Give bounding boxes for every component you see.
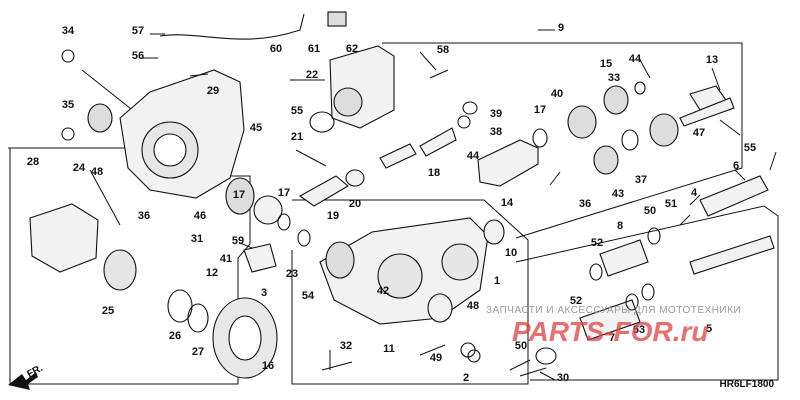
callout-number: 43 (612, 188, 624, 200)
callout-number: 8 (617, 220, 623, 232)
callout-number: 27 (192, 346, 204, 358)
callout-number: 2 (463, 372, 469, 384)
watermark-brand: PARTS-FOR.ru (512, 316, 709, 347)
callout-number: 50 (644, 205, 656, 217)
callout-number: 54 (302, 290, 315, 302)
callout-number: 46 (194, 210, 206, 222)
callout-number: 17 (233, 189, 245, 201)
callout-number: 11 (383, 343, 395, 355)
callout-number: 23 (286, 268, 298, 280)
callout-number: 31 (191, 233, 203, 245)
callout-number: 55 (291, 105, 303, 117)
callout-number: 52 (570, 295, 582, 307)
callout-number: 22 (306, 69, 318, 81)
callout-number: 21 (291, 131, 303, 143)
callout-number: 3 (261, 287, 267, 299)
callout-number: 4 (691, 187, 698, 199)
callout-number: 18 (428, 167, 440, 179)
callout-number: 1 (494, 275, 500, 287)
callout-number: 44 (467, 150, 480, 162)
callout-number: 44 (629, 53, 642, 65)
callout-number: 53 (633, 324, 645, 336)
callout-number: 41 (220, 253, 232, 265)
callout-number: 17 (534, 104, 546, 116)
callout-number: 17 (278, 187, 290, 199)
callout-number: 13 (706, 54, 718, 66)
callout-number: 7 (609, 332, 615, 344)
callout-number: 33 (608, 72, 620, 84)
callout-number: 34 (62, 25, 75, 37)
callout-number: 12 (206, 267, 218, 279)
callout-number: 61 (308, 43, 320, 55)
callout-number: 42 (377, 285, 389, 297)
callout-number: 37 (635, 174, 647, 186)
callout-number: 56 (132, 50, 144, 62)
callout-number: 55 (744, 142, 756, 154)
callout-number: 15 (600, 58, 612, 70)
callout-number: 57 (132, 25, 144, 37)
callout-number: 60 (270, 43, 282, 55)
callout-number: 28 (27, 156, 39, 168)
callout-number: 32 (340, 340, 352, 352)
callout-number: 48 (467, 300, 479, 312)
callout-number: 16 (262, 360, 274, 372)
callout-number: 48 (91, 166, 103, 178)
callout-number: 24 (73, 162, 86, 174)
callout-number: 36 (579, 198, 591, 210)
callout-number: 9 (558, 22, 564, 34)
callout-number: 50 (515, 340, 527, 352)
callout-number: 59 (232, 235, 244, 247)
callout-number: 52 (591, 237, 603, 249)
callout-number: 10 (505, 247, 517, 259)
callout-number: 36 (138, 210, 150, 222)
callout-number: 25 (102, 305, 114, 317)
callout-labels: 1234567891011121314151617171718192021222… (27, 22, 756, 384)
front-direction-arrow-icon (8, 372, 38, 390)
callout-number: 14 (501, 197, 514, 209)
callout-number: 6 (733, 160, 739, 172)
callout-number: 26 (169, 330, 181, 342)
callout-number: 29 (207, 85, 219, 97)
callout-number: 58 (437, 44, 449, 56)
callout-number: 40 (551, 88, 563, 100)
callout-number: 38 (490, 126, 502, 138)
callout-number: 51 (665, 198, 677, 210)
callout-number: 62 (346, 43, 358, 55)
callout-number: 30 (557, 372, 569, 384)
callout-number: 5 (706, 323, 712, 335)
callout-number: 47 (693, 127, 705, 139)
diagram-code: HR6LF1800 (719, 379, 774, 390)
callout-number: 19 (327, 210, 339, 222)
watermark-subtitle: ЗАПЧАСТИ И АКСЕССУАРЫ ДЛЯ МОТОТЕХНИКИ (486, 305, 742, 316)
callout-number: 35 (62, 99, 74, 111)
callout-number: 45 (250, 122, 262, 134)
callout-number: 20 (349, 198, 361, 210)
callout-number: 39 (490, 108, 502, 120)
callout-number: 49 (430, 352, 442, 364)
